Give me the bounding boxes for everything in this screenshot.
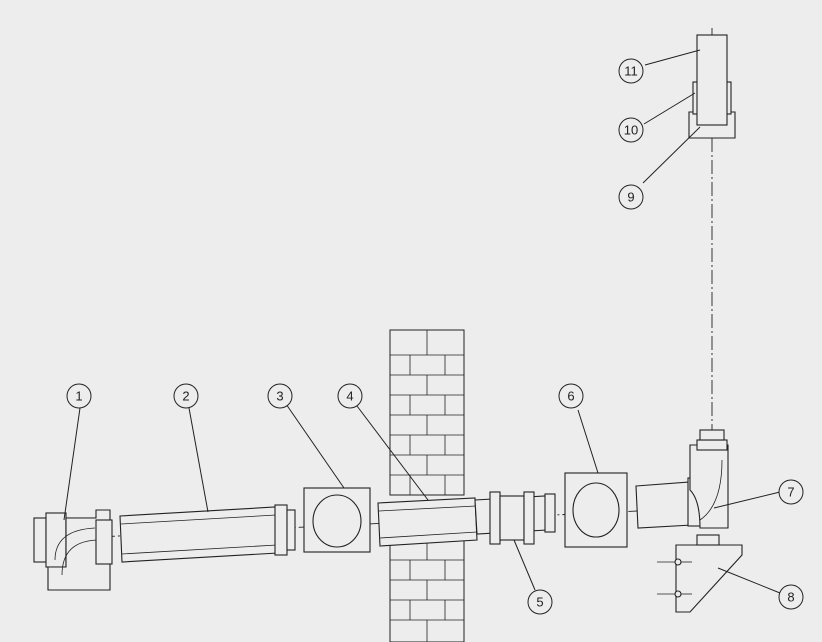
- callout-7-label: 7: [787, 485, 794, 500]
- callout-1: 1: [66, 383, 92, 409]
- callout-3-label: 3: [276, 389, 283, 404]
- part-7-vertical-elbow: [635, 429, 729, 529]
- roof-terminal: [688, 34, 736, 139]
- callout-6: 6: [558, 383, 584, 409]
- brick-wall-lower: [389, 539, 465, 642]
- callout-1-label: 1: [75, 389, 82, 404]
- callout-2: 2: [173, 383, 199, 409]
- part-1-elbow: [33, 509, 113, 591]
- callout-10: 10: [618, 117, 644, 143]
- callout-3: 3: [267, 383, 293, 409]
- callout-6-label: 6: [567, 389, 574, 404]
- callout-11: 11: [618, 58, 644, 84]
- part-11-terminal-pipe: [696, 34, 728, 126]
- callout-11-label: 11: [624, 64, 638, 79]
- callout-8-label: 8: [787, 590, 794, 605]
- part-5-clamp: [489, 491, 535, 545]
- callout-8: 8: [778, 584, 804, 610]
- callout-9: 9: [618, 184, 644, 210]
- part-6-wall-plate: [564, 472, 628, 548]
- callout-4-label: 4: [346, 389, 353, 404]
- callout-7: 7: [778, 479, 804, 505]
- part-8-bracket: [657, 534, 743, 613]
- part-3-wall-plate: [303, 487, 371, 553]
- callout-10-label: 10: [624, 123, 638, 138]
- callout-2-label: 2: [182, 389, 189, 404]
- callout-9-label: 9: [627, 190, 634, 205]
- brick-wall-upper: [389, 329, 465, 496]
- leader-lines: [63, 49, 781, 594]
- callout-4: 4: [337, 383, 363, 409]
- callout-5-label: 5: [536, 595, 543, 610]
- callout-5: 5: [527, 589, 553, 615]
- part-2-pipe: [119, 504, 296, 563]
